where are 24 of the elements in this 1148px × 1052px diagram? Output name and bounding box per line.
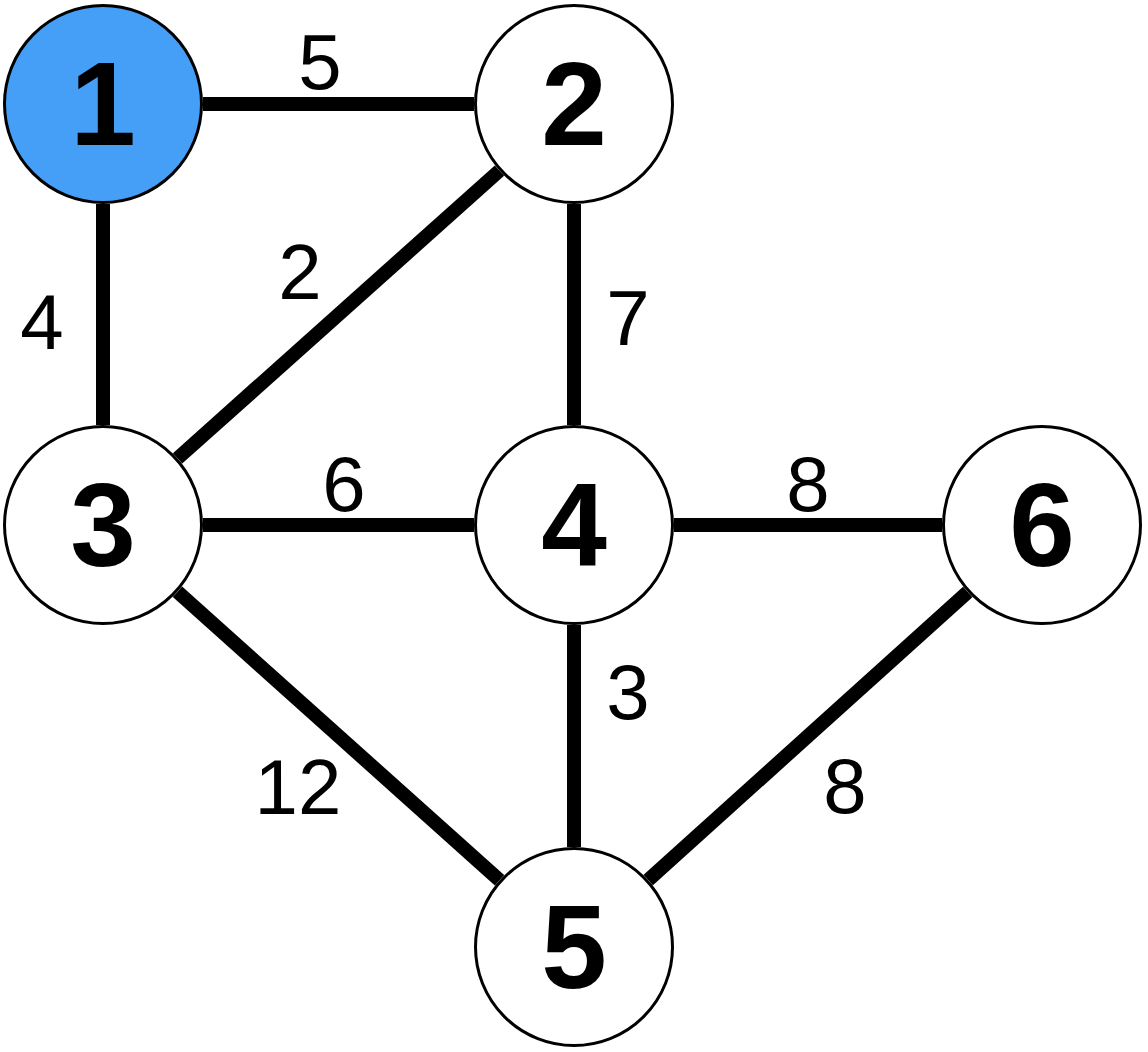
edge-label: 12 xyxy=(254,748,342,826)
edge-line xyxy=(172,165,505,464)
edge-line xyxy=(643,586,973,886)
node-number: 5 xyxy=(541,888,607,1006)
edge-line xyxy=(674,518,942,532)
edge-label: 6 xyxy=(322,445,366,523)
edge-line xyxy=(203,97,474,111)
node-number: 1 xyxy=(70,45,136,163)
node-number: 3 xyxy=(70,466,136,584)
node-number: 6 xyxy=(1009,466,1075,584)
edge-label: 8 xyxy=(786,445,830,523)
edge-label: 2 xyxy=(278,233,322,311)
edge-label: 5 xyxy=(298,23,342,101)
edge-line xyxy=(172,586,505,886)
edge-line xyxy=(567,204,581,425)
edge-label: 3 xyxy=(606,653,650,731)
node-number: 2 xyxy=(541,45,607,163)
edge-line xyxy=(203,518,474,532)
edge-label: 7 xyxy=(606,279,650,357)
edge-line xyxy=(96,204,110,425)
edge-label: 4 xyxy=(20,283,64,361)
edge-label: 8 xyxy=(823,747,867,825)
node-number: 4 xyxy=(541,466,607,584)
edge-line xyxy=(567,625,581,847)
